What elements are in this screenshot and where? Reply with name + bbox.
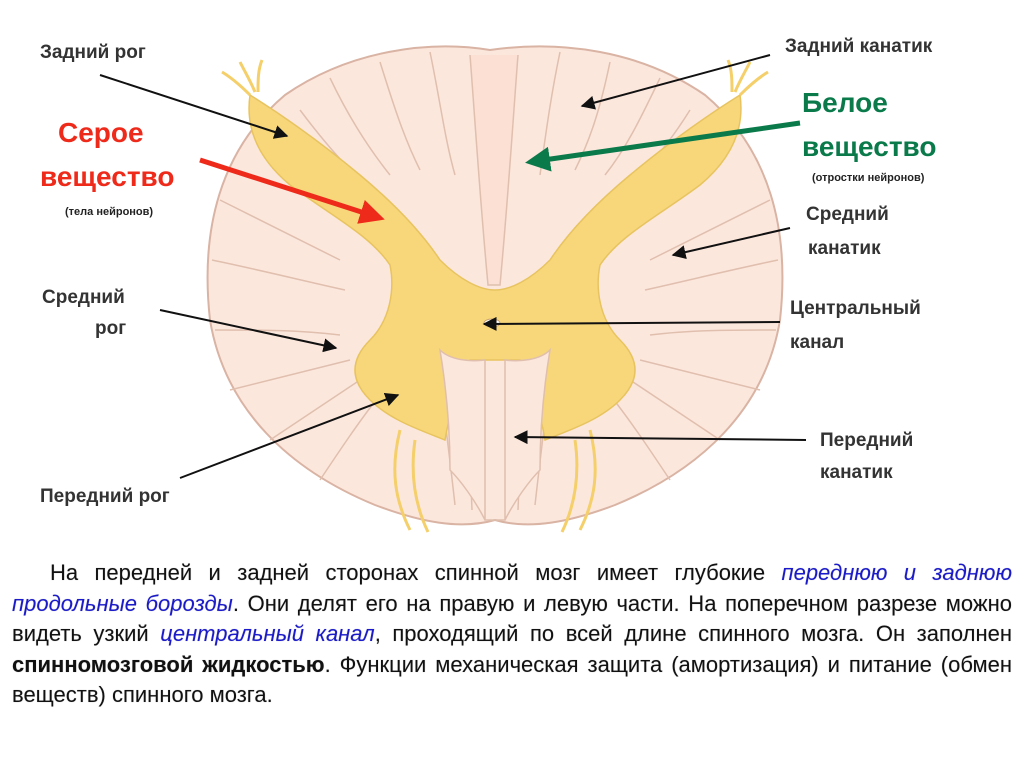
label-anterior-funiculus-line1: Передний	[820, 430, 914, 451]
label-central-canal-line2: канал	[790, 332, 845, 353]
label-anterior-horn: Передний рог	[40, 486, 170, 507]
grey-matter	[248, 93, 742, 442]
label-grey-matter-line2: вещество	[40, 161, 175, 192]
text-part-1: На передней и задней сторонах спинной мо…	[50, 560, 782, 585]
arrow-anterior-funiculus	[513, 430, 807, 445]
arrow-posterior-horn	[99, 74, 289, 139]
anterior-fissure	[438, 347, 552, 521]
text-part-5: , проходящий по всей длине спинного мозг…	[374, 621, 1013, 646]
arrow-central-canal	[482, 316, 781, 331]
spinal-cord-diagram	[99, 45, 807, 533]
text-part-3: . Они делят его на правую и левую части.…	[12, 590, 1012, 647]
label-posterior-funiculus: Задний канатик	[785, 36, 933, 57]
label-white-matter-line1: Белое	[802, 87, 888, 118]
label-lateral-funiculus-line1: Средний	[806, 204, 889, 225]
text-longitudinal-grooves: переднюю и заднюю продольные борозды	[12, 560, 1012, 616]
label-white-matter-line2: вещество	[802, 131, 937, 162]
arrow-white-matter	[525, 120, 801, 172]
text-central-canal: центральный канал	[160, 621, 375, 646]
label-grey-matter-note: (тела нейронов)	[65, 206, 154, 218]
posterior-sulcus	[469, 54, 519, 286]
label-lateral-funiculus-line2: канатик	[808, 238, 881, 259]
arrow-posterior-funiculus	[580, 54, 771, 110]
label-anterior-funiculus-line2: канатик	[820, 462, 893, 483]
label-middle-horn-line1: Средний	[42, 287, 125, 308]
label-posterior-horn: Задний рог	[40, 42, 146, 63]
arrow-anterior-horn	[179, 392, 400, 479]
arrow-middle-horn	[159, 309, 338, 353]
arrow-lateral-funiculus	[671, 227, 791, 259]
arrow-grey-matter	[199, 157, 385, 224]
label-white-matter-note: (отростки нейронов)	[812, 172, 925, 184]
description-paragraph: На передней и задней сторонах спинной мо…	[12, 558, 1012, 711]
label-grey-matter-line1: Серое	[58, 117, 144, 148]
label-central-canal-line1: Центральный	[790, 298, 921, 319]
text-cerebrospinal-fluid: спинномозговой жидкостью	[12, 651, 325, 677]
nerve-roots	[221, 59, 769, 533]
label-middle-horn-line2: рог	[95, 318, 127, 339]
text-part-7: . Функции механическая защита (амортизац…	[12, 651, 1012, 708]
